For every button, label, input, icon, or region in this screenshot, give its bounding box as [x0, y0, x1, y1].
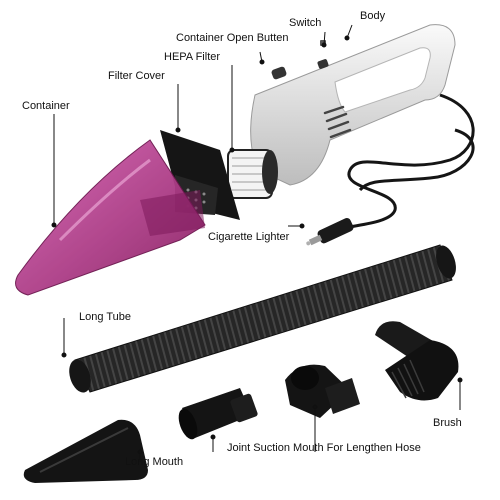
hepa-filter [227, 149, 278, 199]
brush-attachment [375, 321, 459, 401]
switch-button [317, 59, 329, 69]
switch-label: Switch [289, 17, 322, 29]
long-mouth-label: Long Mouth [125, 456, 184, 468]
long-mouth-attachment [23, 419, 148, 483]
power-cord [338, 93, 475, 232]
long-tube-label: Long Tube [79, 311, 131, 323]
leader-lines [51, 24, 463, 462]
body-label: Body [360, 10, 386, 22]
cigarette-lighter-label: Cigarette Lighter [208, 231, 290, 243]
vacuum-body [250, 24, 456, 186]
cigarette-lighter-plug [306, 218, 354, 246]
joint-suction-mouth-left [178, 388, 258, 440]
joint-suction-mouth-right [285, 364, 360, 418]
container [15, 139, 206, 296]
hepa-filter-label: HEPA Filter [164, 51, 221, 63]
long-tube [69, 244, 456, 393]
container-open-button-label: Container Open Butten [176, 32, 289, 44]
container-open-button [271, 66, 287, 80]
filter-cover-label: Filter Cover [108, 70, 165, 82]
brush-label: Brush [433, 417, 462, 429]
container-label: Container [22, 100, 70, 112]
joint-suction-mouth-label: Joint Suction Mouth For Lengthen Hose [227, 442, 421, 454]
